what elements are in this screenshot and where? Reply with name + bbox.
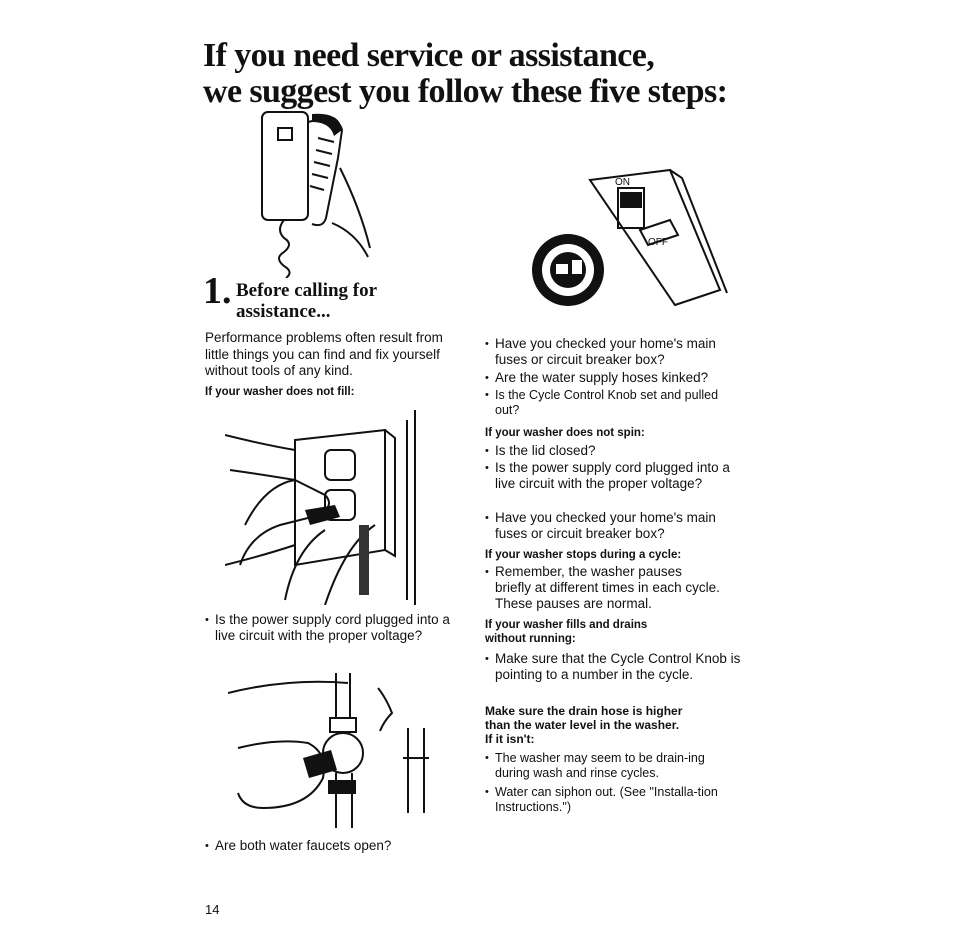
power-outlet-illustration: [225, 410, 416, 605]
water-faucet-illustration: [228, 673, 429, 828]
bullet-power-cord: Is the power supply cord plugged into a …: [205, 612, 463, 644]
bullet-pauses: Remember, the washer pauses briefly at d…: [485, 564, 720, 612]
bullet-lid-closed: Is the lid closed?: [485, 443, 743, 459]
drain-hose-heading-line-2: than the water level in the washer.: [485, 718, 680, 732]
fuse-and-breaker-illustration: ON OFF: [532, 168, 728, 307]
step-heading: Before calling for assistance...: [236, 280, 446, 322]
bullet-power-cord-spin: Is the power supply cord plugged into a …: [485, 460, 743, 492]
title-line-2: we suggest you follow these five steps:: [203, 73, 728, 110]
bullet-hoses-kinked: Are the water supply hoses kinked?: [485, 370, 745, 386]
wall-phone-illustration: [261, 111, 371, 278]
fills-drains-heading-line-1: If your washer fills and drains: [485, 619, 648, 631]
no-fill-heading: If your washer does not fill:: [205, 386, 355, 398]
fills-drains-heading: If your washer fills and drains without …: [485, 618, 647, 646]
intro-paragraph: Performance problems often result from l…: [205, 330, 443, 378]
title-line-1: If you need service or assistance,: [203, 37, 655, 74]
page-number: 14: [205, 902, 220, 917]
stops-heading: If your washer stops during a cycle:: [485, 549, 682, 561]
bullet-fuses-2: Have you checked your home's main fuses …: [485, 510, 743, 542]
fills-drains-heading-line-2: without running:: [485, 633, 576, 645]
page-title: If you need service or assistance, we su…: [203, 38, 903, 110]
drain-hose-heading-line-3: If it isn't:: [485, 732, 535, 746]
bullet-knob-pulled: Is the Cycle Control Knob set and pulled…: [485, 388, 743, 418]
breaker-off-label: OFF: [648, 237, 668, 248]
bullet-fuses-1: Have you checked your home's main fuses …: [485, 336, 743, 368]
step-heading-line-1: Before calling for: [236, 280, 378, 301]
bullet-faucets-open: Are both water faucets open?: [205, 838, 463, 854]
no-spin-heading: If your washer does not spin:: [485, 427, 645, 439]
bullet-knob-number: Make sure that the Cycle Control Knob is…: [485, 651, 743, 683]
drain-hose-heading-line-1: Make sure the drain hose is higher: [485, 704, 683, 718]
bullet-draining: The washer may seem to be drain-ing duri…: [485, 751, 735, 781]
step-number: 1.: [203, 270, 232, 312]
drain-hose-heading: Make sure the drain hose is higher than …: [485, 704, 682, 746]
breaker-on-label: ON: [615, 177, 630, 188]
step-heading-line-2: assistance...: [236, 301, 331, 322]
bullet-siphon: Water can siphon out. (See "Installa-tio…: [485, 785, 735, 815]
